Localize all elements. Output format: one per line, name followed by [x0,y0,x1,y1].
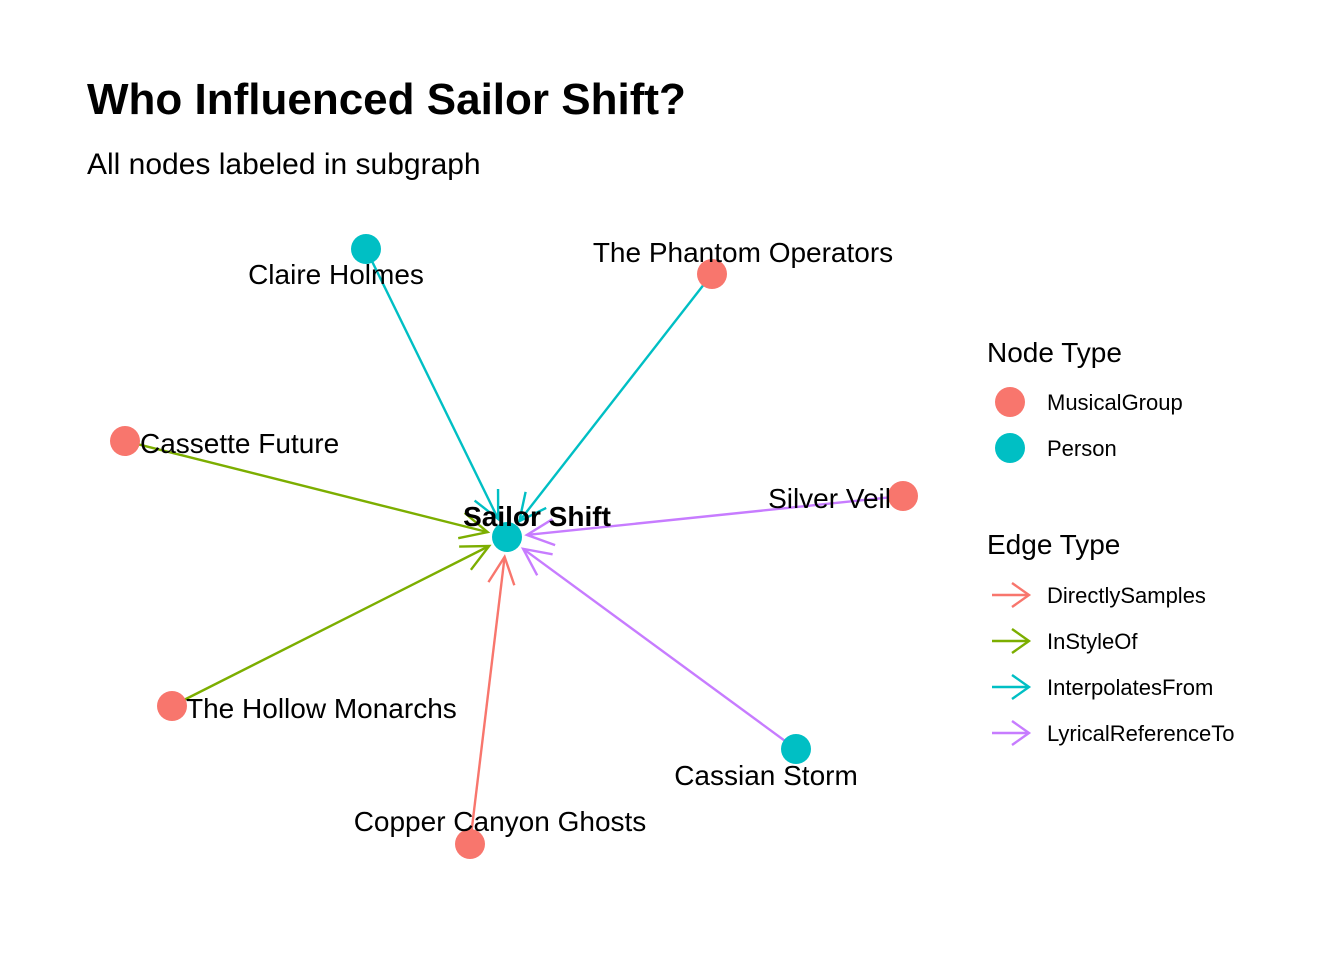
node-label-claire-holmes: Claire Holmes [248,259,424,290]
edge-cassette-future [124,439,488,534]
node-copper-canyon-ghosts [455,829,485,859]
legend-node-label: MusicalGroup [1047,390,1183,415]
node-label-cassette-future: Cassette Future [140,428,339,459]
node-the-phantom-operators [697,259,727,289]
node-label-the-phantom-operators: The Phantom Operators [593,237,893,268]
legend-edge-arrow-interpolatesfrom [1011,674,1032,700]
legend-edge-label: InStyleOf [1047,629,1138,654]
node-label-cassian-storm: Cassian Storm [674,760,858,791]
node-label-silver-veil: Silver Veil [768,483,891,514]
edges-layer [124,248,904,845]
labels-layer: Claire Holmes The Phantom OperatorsCasset… [140,237,893,837]
arrowhead-cassian-storm [520,547,553,576]
node-label-the-hollow-monarchs: The Hollow Monarchs [186,693,457,724]
node-sailor-shift [492,522,522,552]
arrowhead-the-phantom-operators [517,491,547,524]
figure-title: Who Influenced Sailor Shift? [87,75,686,124]
edge-cassian-storm [522,547,797,750]
node-cassette-future [110,426,140,456]
legend-node-swatch-musicalgroup [995,387,1025,417]
node-claire-holmes [351,234,381,264]
arrowhead-copper-canyon-ghosts [487,554,516,586]
legend-edge-label: DirectlySamples [1047,583,1206,608]
edge-copper-canyon-ghosts [468,556,506,845]
legend-node-label: Person [1047,436,1117,461]
legend-edge-label: InterpolatesFrom [1047,675,1213,700]
legend-edge-label: LyricalReferenceTo [1047,721,1235,746]
edge-claire-holmes [364,248,500,520]
edge-the-phantom-operators [518,273,713,522]
legend-edge-title: Edge Type [987,529,1120,560]
edge-silver-veil [526,494,904,537]
arrowhead-the-hollow-monarchs [459,544,492,571]
node-cassian-storm [781,734,811,764]
node-the-hollow-monarchs [157,691,187,721]
legend-edge-arrow-lyricalreferenceto [1011,720,1032,746]
legend-edge-arrow-instyleof [1011,628,1032,654]
arrowhead-cassette-future [457,511,491,540]
edge-the-hollow-monarchs [171,544,490,708]
legend-node-title: Node Type [987,337,1122,368]
legend-edge-arrow-directlysamples [1011,582,1032,608]
figure-subtitle: All nodes labeled in subgraph [87,148,481,181]
node-label-copper-canyon-ghosts: Copper Canyon Ghosts [354,806,647,837]
legend-node-swatch-person [995,433,1025,463]
node-silver-veil [888,481,918,511]
arrowhead-claire-holmes [473,489,500,522]
node-label-sailor-shift: Sailor Shift [463,501,611,532]
nodes-layer [110,234,918,859]
arrowhead-silver-veil [524,518,556,547]
